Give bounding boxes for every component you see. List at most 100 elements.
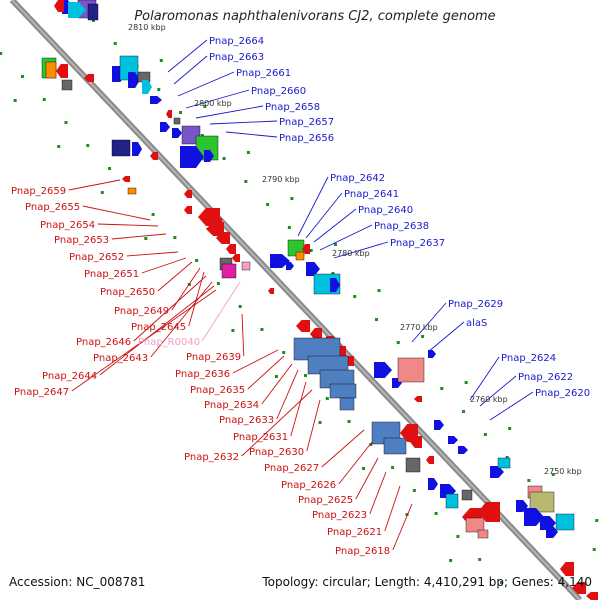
label-leader-reverse <box>306 399 321 452</box>
gene-label-forward: Pnap_2642 <box>330 173 385 184</box>
gene-feature-forward <box>172 128 182 138</box>
tick-mark <box>464 381 468 384</box>
tick-mark <box>325 397 329 400</box>
gene-feature <box>383 437 407 455</box>
tick-mark <box>86 144 90 147</box>
label-leader-forward <box>469 356 500 401</box>
tick-mark <box>246 151 250 154</box>
gene-feature-reverse <box>84 74 94 82</box>
tick-mark <box>483 433 487 436</box>
gene-label-reverse: Pnap_2647 <box>14 387 69 398</box>
gene-feature-forward <box>448 436 458 444</box>
gene-feature-forward <box>374 362 392 378</box>
gene-feature <box>127 187 137 195</box>
gene-feature-reverse <box>216 232 230 244</box>
label-leader-reverse <box>141 257 187 274</box>
tick-mark <box>391 466 395 469</box>
tick-mark <box>282 351 286 354</box>
gene-label-reverse: Pnap_2652 <box>69 252 124 263</box>
gene-label-reverse: Pnap_2645 <box>131 322 186 333</box>
gene-feature-forward <box>458 446 468 454</box>
gene-label-forward: Pnap_2661 <box>236 68 291 79</box>
gene-label-reverse: Pnap_2621 <box>327 527 382 538</box>
gene-label-forward: Pnap_2663 <box>209 52 264 63</box>
label-leader-reverse <box>355 457 379 500</box>
tick-mark <box>216 282 220 285</box>
gene-label-reverse: Pnap_2625 <box>298 495 353 506</box>
gene-feature-reverse <box>56 64 68 78</box>
gene-feature <box>61 79 73 91</box>
gene-feature-forward <box>204 150 214 162</box>
gene-feature-reverse <box>150 152 158 160</box>
tick-mark <box>238 305 242 308</box>
tick-mark <box>200 134 204 137</box>
gene-feature <box>221 263 237 279</box>
gene-feature <box>405 457 421 473</box>
gene-feature <box>339 397 355 411</box>
gene-feature-forward <box>68 2 86 18</box>
tick-mark <box>405 513 409 516</box>
gene-label-reverse: Pnap_2643 <box>93 353 148 364</box>
genome-backbone-highlight <box>11 0 581 600</box>
gene-label-forward: Pnap_2637 <box>390 238 445 249</box>
tick-mark <box>462 410 466 413</box>
tick-mark <box>434 512 438 515</box>
tick-mark <box>287 226 291 229</box>
tick-mark <box>64 121 68 124</box>
tick-mark <box>449 559 453 562</box>
tick-mark <box>57 145 61 148</box>
tick-mark <box>159 59 163 62</box>
tick-mark <box>377 289 381 292</box>
gene-feature <box>445 493 459 509</box>
tick-mark <box>266 203 270 206</box>
gene-label-reverse: Pnap_2639 <box>186 352 241 363</box>
tick-mark <box>362 467 366 470</box>
tick-mark <box>396 341 400 344</box>
scale-label: 2780 kbp <box>332 249 370 258</box>
gene-label-forward: Pnap_2656 <box>279 133 334 144</box>
gene-label-forward: Pnap_2620 <box>535 388 590 399</box>
tick-mark <box>505 456 509 459</box>
label-leader-forward <box>305 192 343 239</box>
gene-label-reverse: Pnap_2634 <box>204 400 259 411</box>
label-leader-reverse <box>82 205 151 221</box>
tick-mark <box>331 272 335 275</box>
gene-label-forward: Pnap_2629 <box>448 299 503 310</box>
scale-label: 2770 kbp <box>400 323 438 332</box>
gene-feature-forward <box>160 122 170 132</box>
label-leader-forward <box>427 321 465 353</box>
label-leader-reverse <box>232 349 279 374</box>
tick-mark <box>0 52 3 55</box>
gene-feature-reverse <box>400 424 418 442</box>
gene-feature-forward <box>142 80 152 94</box>
tick-mark <box>508 427 512 430</box>
label-leader-reverse <box>133 275 207 342</box>
gene-feature-forward <box>524 508 544 526</box>
tick-mark <box>499 581 503 584</box>
label-leader-forward <box>173 55 208 85</box>
gene-feature-reverse <box>184 190 192 198</box>
gene-feature <box>461 489 473 501</box>
gene-label-reverse: Pnap_2649 <box>114 306 169 317</box>
gene-feature-forward <box>286 262 294 270</box>
gene-feature-forward <box>150 96 162 104</box>
gene-label-forward: alaS <box>466 318 487 329</box>
gene-feature-reverse <box>212 218 222 228</box>
gene-feature <box>397 357 425 383</box>
gene-features <box>41 0 598 600</box>
gene-labels: Pnap_2664Pnap_2663Pnap_2661Pnap_2660Pnap… <box>11 36 590 557</box>
gene-label-reverse: Pnap_2650 <box>100 287 155 298</box>
gene-feature-reverse <box>184 206 192 214</box>
tick-mark <box>353 295 357 298</box>
label-leader-reverse <box>150 281 213 358</box>
gene-label-forward: Pnap_2640 <box>358 205 413 216</box>
gene-feature <box>181 125 201 145</box>
gene-label-reverse: Pnap_2651 <box>84 269 139 280</box>
gene-feature <box>173 117 181 125</box>
gene-feature <box>529 491 555 513</box>
label-leader-reverse <box>99 285 215 376</box>
label-leader-reverse <box>261 363 293 405</box>
gene-feature <box>87 3 99 21</box>
